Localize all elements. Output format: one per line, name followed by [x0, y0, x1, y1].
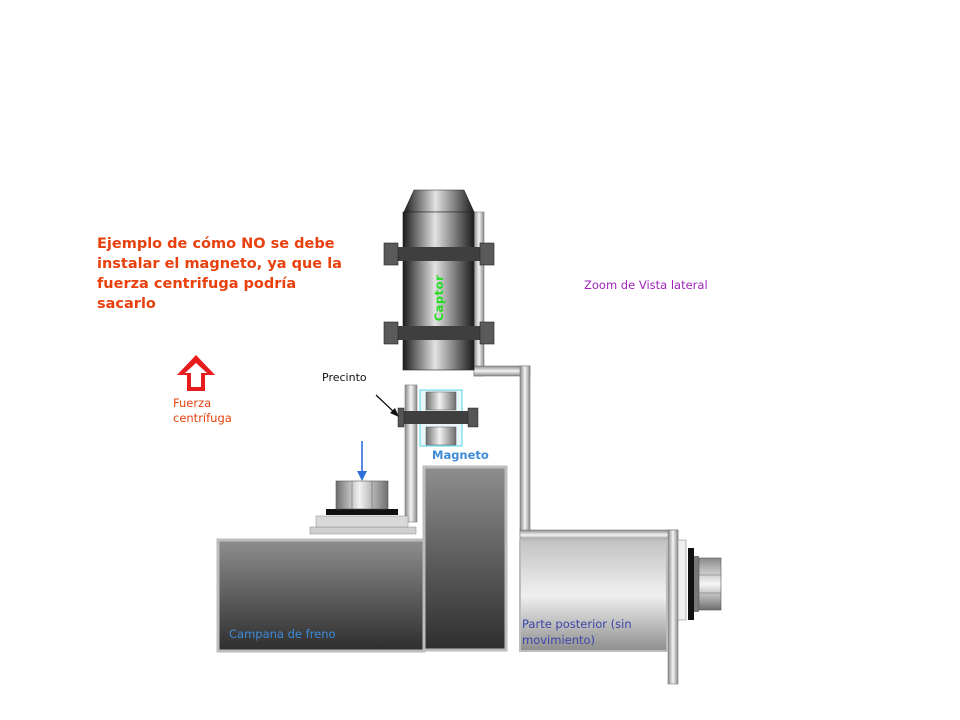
captor-upper-clamp: [384, 247, 494, 261]
sensor-post: [404, 384, 418, 523]
pipe-right-lower: [519, 365, 531, 537]
magneto-assembly: [397, 389, 479, 447]
campana-base-plates: [309, 509, 417, 535]
precinto-band: [398, 411, 478, 424]
captor-sensor: [383, 189, 495, 371]
captor-label: Captor: [432, 274, 446, 322]
parte-posterior-label: Parte posterior (sin movimiento): [522, 617, 632, 647]
captor-body: [402, 211, 475, 371]
captor-upper-clamp-right-tab: [479, 242, 495, 266]
campana-label: Campana de freno: [229, 627, 336, 641]
magneto-label: Magneto: [432, 448, 489, 462]
up-arrow-icon: [177, 355, 215, 391]
captor-top-cap: [403, 189, 475, 213]
campana-de-freno: [216, 538, 426, 653]
magneto-upper-segment: [425, 391, 457, 411]
parte-posterior: [519, 539, 668, 652]
side-captor: [677, 539, 722, 621]
precinto-pointer: [375, 394, 399, 417]
magneto-lower-segment: [425, 426, 457, 446]
captor-upper-clamp-left-tab: [383, 242, 399, 266]
central-block: [422, 465, 508, 652]
campana-cylinder: [335, 480, 389, 510]
precinto-band-right-tab: [467, 407, 479, 428]
captor-lower-clamp-left-tab: [383, 321, 399, 345]
pipe-horizontal-lower: [519, 529, 679, 541]
pipe-far-right: [667, 529, 679, 685]
pipe-right-upper: [473, 211, 485, 377]
down-arrow-icon: [357, 441, 367, 481]
captor-lower-clamp-right-tab: [479, 321, 495, 345]
warning-title: Ejemplo de cómo NO se debe instalar el m…: [97, 236, 342, 312]
precinto-label: Precinto: [322, 371, 367, 384]
captor-lower-clamp: [384, 326, 494, 340]
zoom-label: Zoom de Vista lateral: [584, 278, 708, 292]
fuerza-centrifuga-label: Fuerza centrífuga: [173, 396, 232, 425]
precinto-band-left-tab: [397, 407, 405, 428]
